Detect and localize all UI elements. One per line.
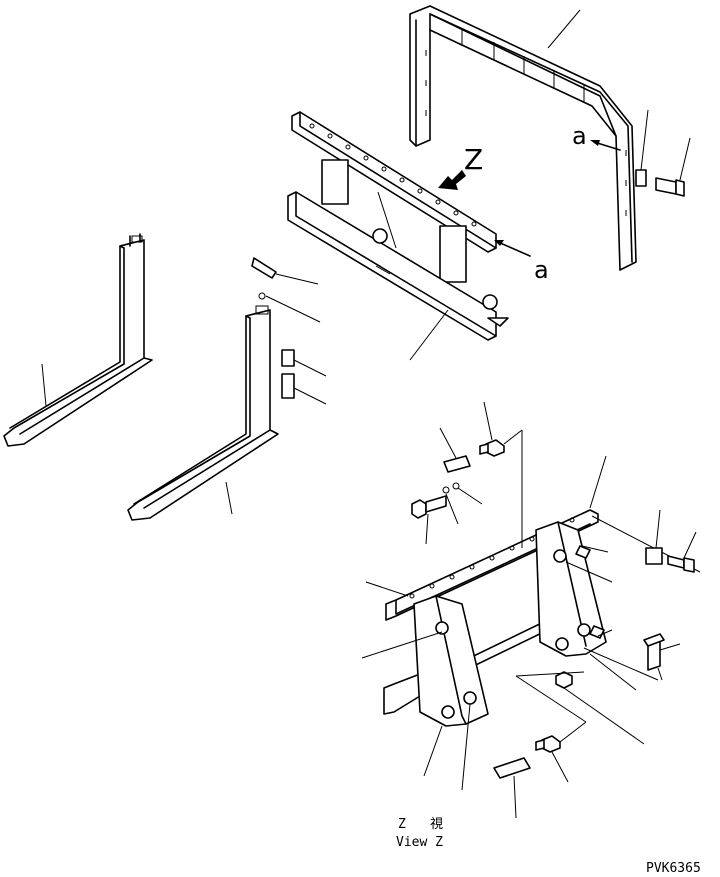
fork-left bbox=[3, 233, 153, 447]
bottom-pin-and-fitting bbox=[493, 721, 587, 819]
section-label-a-mid: a bbox=[534, 256, 549, 284]
view-z-arrow bbox=[438, 170, 466, 190]
section-arrow-a-top bbox=[590, 140, 621, 151]
view-title-jp-z: Z bbox=[398, 817, 406, 832]
bracket-assembly bbox=[361, 455, 701, 791]
view-title-en: View Z bbox=[396, 835, 443, 850]
drawing-code: PVK6365 bbox=[646, 861, 701, 876]
fork-right bbox=[127, 305, 279, 521]
bracket-hardware-top bbox=[411, 401, 523, 548]
fork-carriage bbox=[287, 111, 509, 361]
nut bbox=[515, 671, 645, 745]
view-title-jp-kanji: 視 bbox=[430, 817, 444, 832]
view-z-marker: Z bbox=[464, 143, 484, 176]
fork-pin-and-parts bbox=[251, 257, 327, 405]
section-arrow-a-mid bbox=[494, 240, 531, 257]
load-backrest-frame bbox=[409, 5, 637, 271]
frame-plate-and-bolt bbox=[635, 109, 691, 197]
bracket-plate-and-bolt bbox=[583, 509, 697, 681]
section-label-a-top: a bbox=[572, 122, 587, 150]
